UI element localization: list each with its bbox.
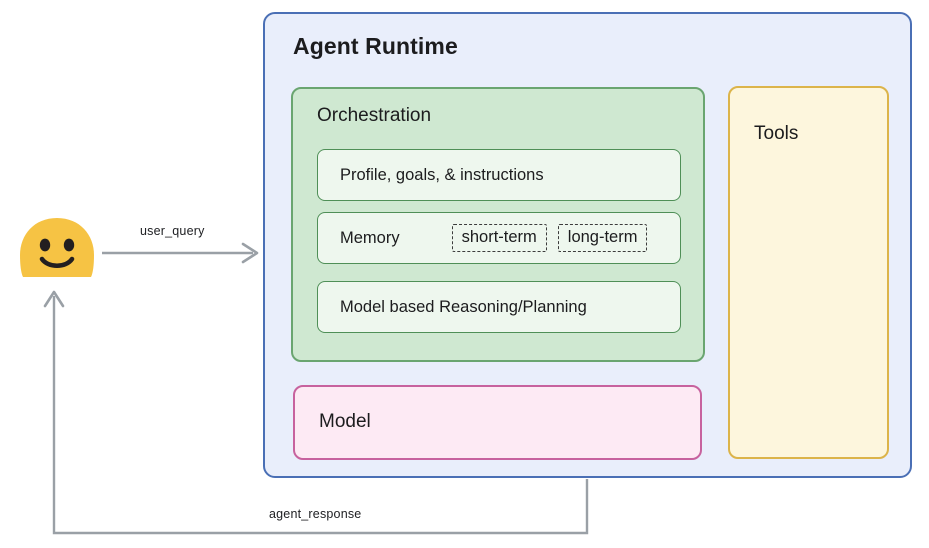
- orchestration-row-profile: Profile, goals, & instructions: [317, 149, 681, 201]
- model-based-reasoning-planning-label: Model based Reasoning/Planning: [340, 297, 587, 316]
- agent-runtime-container: Agent Runtime Orchestration Profile, goa…: [263, 12, 912, 478]
- user-query-label: user_query: [140, 224, 205, 238]
- memory-chip-short-term: short-term: [451, 224, 547, 252]
- orchestration-row-reasoning: Model based Reasoning/Planning: [317, 281, 681, 333]
- agent-runtime-title: Agent Runtime: [293, 33, 458, 59]
- memory-chip-group: short-term long-term: [451, 224, 648, 252]
- profile-goals-instructions-label: Profile, goals, & instructions: [340, 165, 544, 184]
- agent-response-arrow: [43, 290, 589, 535]
- agent-response-label: agent_response: [269, 507, 362, 521]
- user-query-arrow: [102, 242, 259, 264]
- tools-title: Tools: [754, 123, 799, 144]
- orchestration-title: Orchestration: [317, 105, 432, 126]
- orchestration-panel: Orchestration Profile, goals, & instruct…: [291, 87, 705, 362]
- model-title: Model: [319, 411, 371, 432]
- orchestration-row-memory: Memory short-term long-term: [317, 212, 681, 264]
- model-panel: Model: [293, 385, 702, 460]
- memory-chip-long-term: long-term: [557, 224, 648, 252]
- tools-panel: Tools: [728, 86, 889, 459]
- user-avatar-smiley-icon: [20, 218, 94, 277]
- memory-label: Memory: [340, 228, 400, 247]
